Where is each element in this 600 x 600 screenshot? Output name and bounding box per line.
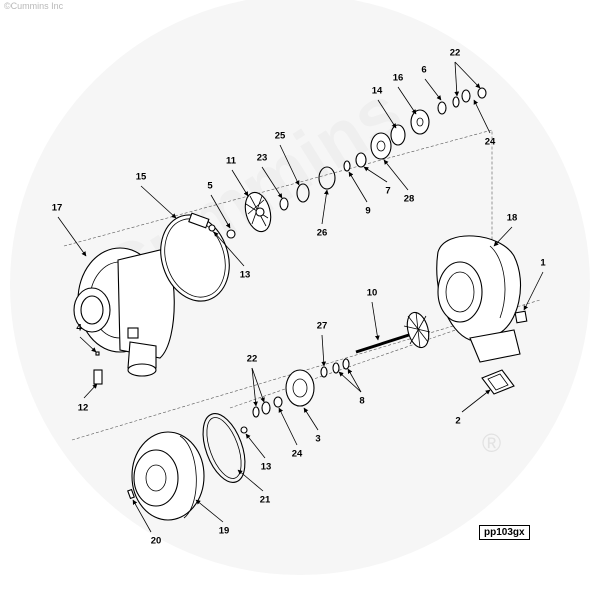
callout-10: 10 bbox=[367, 288, 378, 299]
part-8-ring-a bbox=[332, 362, 340, 374]
part-9-ring bbox=[343, 160, 351, 172]
shaft-axis bbox=[229, 324, 471, 409]
callout-9: 9 bbox=[365, 206, 370, 217]
compressor-backplate bbox=[131, 431, 205, 521]
part-5-nut bbox=[226, 229, 236, 239]
turbine-housing bbox=[436, 235, 522, 363]
lower-v-band-clamp bbox=[202, 413, 246, 483]
callout-21: 21 bbox=[260, 495, 271, 506]
bearing-housing-plate bbox=[285, 369, 315, 407]
callout-20: 20 bbox=[151, 536, 162, 547]
callout-22-lower: 22 bbox=[247, 354, 258, 365]
part-12-decal bbox=[93, 369, 103, 385]
callout-27: 27 bbox=[317, 321, 328, 332]
callout-25: 25 bbox=[275, 131, 286, 142]
callout-4: 4 bbox=[76, 323, 82, 334]
part-8-ring-b bbox=[342, 358, 350, 370]
v-band-clamp bbox=[160, 212, 230, 302]
compressor-cover bbox=[73, 247, 175, 377]
part-26-seal-ring bbox=[318, 166, 336, 190]
callout-13-upper: 13 bbox=[240, 270, 251, 281]
callout-6: 6 bbox=[421, 65, 426, 76]
callout-24-lower: 24 bbox=[292, 449, 303, 460]
callout-24-upper: 24 bbox=[485, 137, 496, 148]
copyright-notice: ©Cummins Inc bbox=[4, 1, 64, 11]
exploded-view-outline bbox=[63, 129, 493, 270]
callout-18: 18 bbox=[507, 213, 518, 224]
part-27-seal bbox=[320, 366, 328, 378]
part-20-dowel bbox=[127, 488, 135, 500]
part-25-snap-ring bbox=[296, 183, 310, 203]
callout-19: 19 bbox=[219, 526, 230, 537]
callout-22-upper: 22 bbox=[450, 48, 461, 59]
callout-15: 15 bbox=[136, 172, 147, 183]
leader-lines bbox=[57, 61, 544, 533]
callout-16: 16 bbox=[393, 73, 404, 84]
part-13-bolt bbox=[208, 224, 216, 232]
part-14-plate bbox=[390, 124, 406, 146]
part-4-pin bbox=[95, 351, 100, 356]
part-1-nut bbox=[514, 310, 528, 324]
callout-2: 2 bbox=[455, 416, 460, 427]
callout-7: 7 bbox=[385, 186, 390, 197]
part-22-ring-a bbox=[452, 96, 460, 108]
part-23-ring bbox=[279, 197, 289, 211]
part-22-ring-d bbox=[252, 406, 260, 418]
callout-12: 12 bbox=[78, 403, 89, 414]
part-24-ring-lower bbox=[273, 396, 283, 408]
thrust-bearing bbox=[410, 109, 430, 135]
callout-labels: 1 2 3 4 5 6 7 8 9 10 11 12 13 13 14 15 1… bbox=[52, 48, 547, 547]
callout-8: 8 bbox=[359, 396, 364, 407]
callout-13-lower: 13 bbox=[261, 462, 272, 473]
thrust-collar bbox=[370, 132, 392, 160]
compressor-wheel bbox=[244, 191, 272, 233]
callout-1: 1 bbox=[540, 258, 546, 269]
callout-17: 17 bbox=[52, 203, 63, 214]
gasket bbox=[481, 369, 515, 395]
callout-28: 28 bbox=[404, 194, 415, 205]
turbine-shaft-wheel bbox=[355, 311, 431, 354]
part-22-ring-c bbox=[477, 87, 487, 99]
callout-14: 14 bbox=[372, 86, 383, 97]
registered-mark: ® bbox=[482, 428, 501, 458]
callout-26: 26 bbox=[317, 228, 328, 239]
part-13-bolt-lower bbox=[240, 426, 248, 434]
part-6-ring bbox=[437, 101, 447, 115]
part-22-ring-b bbox=[461, 89, 471, 103]
callout-11: 11 bbox=[226, 156, 237, 167]
part-7-nut bbox=[355, 152, 367, 168]
part-22-ring-e bbox=[261, 401, 271, 415]
figure-code-label: pp103gx bbox=[479, 525, 530, 540]
callout-5: 5 bbox=[207, 181, 213, 192]
cummins-watermark-logo: Cummins bbox=[10, 0, 590, 575]
callout-23: 23 bbox=[257, 153, 268, 164]
callout-3: 3 bbox=[315, 434, 320, 445]
